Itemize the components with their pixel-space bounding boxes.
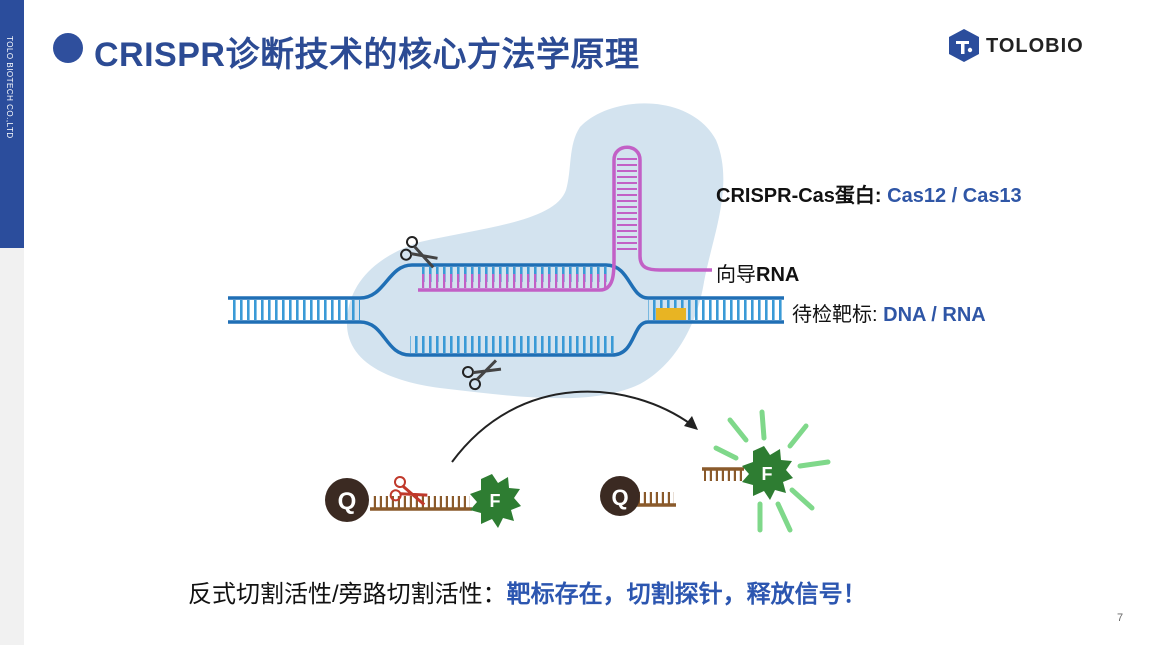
sidebar-accent [0, 0, 24, 248]
released-fluorophore [702, 409, 831, 533]
intact-reporter-probe [325, 474, 521, 528]
quencher-disk [325, 478, 369, 522]
scissors-icon [462, 359, 502, 391]
guide-rna-label: 向导RNA [716, 264, 800, 286]
cleaved-quencher-fragment [600, 476, 676, 516]
tolobio-logo: TOLOBIO [949, 29, 1109, 63]
fluorophore-label: F [490, 491, 501, 511]
scissors-icon [389, 476, 428, 506]
page-number: 7 [1117, 612, 1124, 624]
reaction-arrow [451, 390, 693, 463]
logo-text: TOLOBIO [986, 35, 1084, 57]
target-label: 待检靶标: DNA / RNA [792, 304, 986, 326]
company-name: TOLO BIOTECH CO.,LTD [5, 36, 14, 139]
logo-mark-icon [949, 29, 979, 62]
scissors-icon [400, 236, 438, 269]
page-title: CRISPR诊断技术的核心方法学原理 [94, 36, 640, 74]
footer-prefix: 反式切割活性/旁路切割活性： [188, 581, 507, 608]
title-bullet [53, 33, 83, 63]
quencher-label: Q [338, 488, 357, 515]
pam-site [656, 308, 686, 320]
footer-statement: 反式切割活性/旁路切割活性：靶标存在，切割探针，释放信号！ [188, 574, 867, 609]
fluorophore-star [470, 474, 521, 528]
dna-bottom-strand [359, 320, 649, 357]
fluorophore-label: F [762, 464, 773, 484]
protein-label: CRISPR-Cas蛋白: Cas12 / Cas13 [716, 185, 1022, 207]
arrow-head-icon [684, 416, 698, 430]
footer-highlight: 靶标存在，切割探针，释放信号！ [506, 581, 867, 608]
quencher-label: Q [611, 485, 628, 510]
guide-rna [418, 145, 712, 292]
sidebar: TOLO BIOTECH CO.,LTD [0, 0, 24, 645]
target-dna-right [648, 296, 784, 324]
target-dna-left [228, 296, 360, 324]
